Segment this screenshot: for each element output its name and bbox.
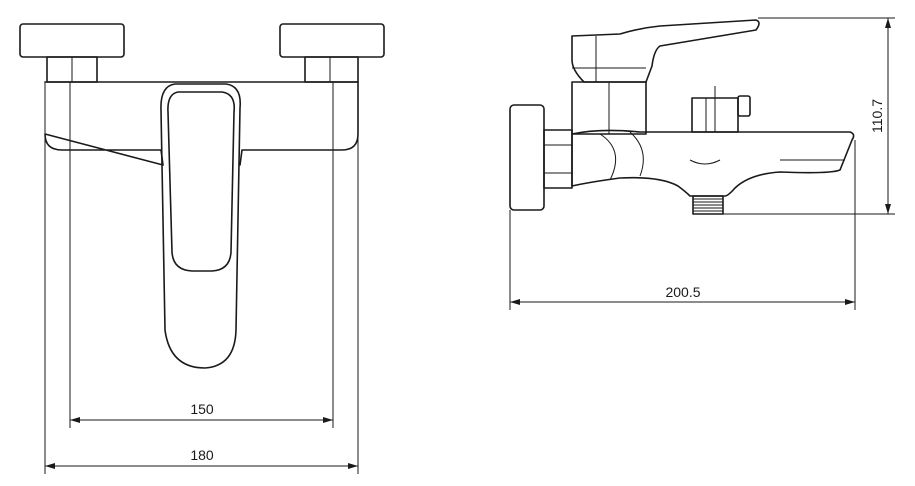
dim-180: 180 [45,447,358,469]
dim-110-7-label: 110.7 [869,99,885,133]
dim-200-5: 200.5 [510,284,855,305]
dim-110-7: 110.7 [869,18,891,214]
right-connector-stem [304,56,359,83]
right-connector-nut [279,23,385,58]
dim-150-label: 150 [190,401,214,417]
side-body [571,129,855,197]
faucet-body [44,81,359,166]
handle-face [167,91,236,272]
dim-150: 150 [70,401,333,423]
side-connector-nut [543,129,573,189]
left-connector-nut [19,23,125,58]
front-view: 150 180 [19,23,385,474]
lever-handle [160,83,242,369]
wall-flange [509,104,545,211]
dim-200-5-label: 200.5 [665,284,700,300]
dim-180-label: 180 [190,447,214,463]
threaded-outlet [692,195,724,215]
side-lever [571,19,760,83]
side-view: 200.5 110.7 [509,17,895,310]
diverter-knob [691,86,751,133]
